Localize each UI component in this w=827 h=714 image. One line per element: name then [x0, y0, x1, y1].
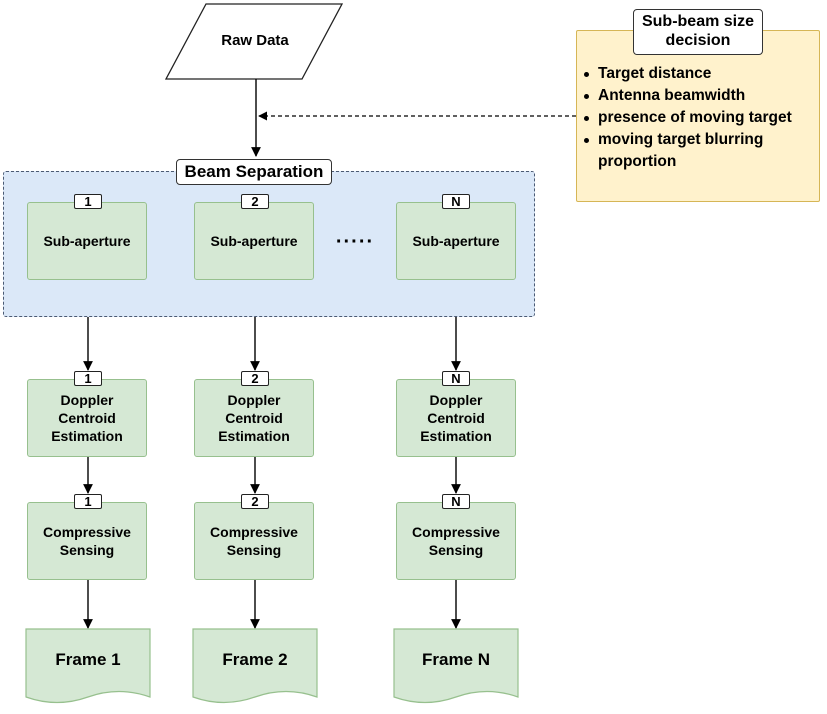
note-item: Target distance: [584, 63, 792, 85]
frame-n-shape: [393, 628, 519, 704]
sub-aperture-2-tag: 2: [241, 194, 269, 209]
doppler-box-1: Doppler Centroid Estimation: [27, 379, 147, 457]
compressive-sensing-box-n: Compressive Sensing: [396, 502, 516, 580]
frame-n-label: Frame N: [421, 650, 491, 669]
cs-1-line2: Sensing: [59, 542, 115, 558]
note-title-line2: decision: [665, 32, 731, 49]
compressive-sensing-box-2: Compressive Sensing: [194, 502, 314, 580]
sub-aperture-2-label: Sub-aperture: [210, 233, 298, 249]
doppler-box-2: Doppler Centroid Estimation: [194, 379, 314, 457]
ellipsis-dots: ·····: [335, 231, 375, 253]
raw-data-parallelogram: [164, 3, 344, 80]
sub-aperture-1-tag: 1: [74, 194, 102, 209]
doppler-2-tag: 2: [241, 371, 269, 386]
cs-2-line2: Sensing: [226, 542, 282, 558]
doppler-1-line1: Doppler: [60, 392, 114, 408]
note-criteria-list: Target distance Antenna beamwidth presen…: [584, 63, 792, 173]
frame-1-label: Frame 1: [55, 650, 121, 669]
raw-data-label: Raw Data: [221, 32, 289, 49]
frame-2-label: Frame 2: [222, 650, 288, 669]
frame-2-shape: [192, 628, 318, 704]
doppler-2-line1: Doppler: [227, 392, 281, 408]
cs-n-tag: N: [442, 494, 470, 509]
note-title: Sub-beam size decision: [633, 9, 763, 55]
doppler-1-line3: Estimation: [51, 428, 123, 444]
sub-aperture-n: Sub-aperture: [396, 202, 516, 280]
cs-2-line1: Compressive: [210, 524, 298, 540]
beam-separation-title: Beam Separation: [176, 159, 332, 185]
cs-2-tag: 2: [241, 494, 269, 509]
note-item-continuation: proportion: [598, 153, 677, 170]
sub-aperture-1-label: Sub-aperture: [43, 233, 131, 249]
sub-aperture-1: Sub-aperture: [27, 202, 147, 280]
cs-1-line1: Compressive: [43, 524, 131, 540]
doppler-2-line3: Estimation: [218, 428, 290, 444]
compressive-sensing-box-1: Compressive Sensing: [27, 502, 147, 580]
cs-1-tag: 1: [74, 494, 102, 509]
note-item: Antenna beamwidth: [584, 85, 792, 107]
sub-aperture-n-label: Sub-aperture: [412, 233, 500, 249]
doppler-n-line1: Doppler: [429, 392, 483, 408]
doppler-n-tag: N: [442, 371, 470, 386]
sub-aperture-n-tag: N: [442, 194, 470, 209]
cs-n-line2: Sensing: [428, 542, 484, 558]
sub-aperture-2: Sub-aperture: [194, 202, 314, 280]
sub-beam-decision-note: [576, 30, 820, 202]
frame-1-shape: [25, 628, 151, 704]
doppler-n-line2: Centroid: [427, 410, 485, 426]
note-item: moving target blurring: [584, 129, 792, 151]
doppler-1-line2: Centroid: [58, 410, 116, 426]
cs-n-line1: Compressive: [412, 524, 500, 540]
doppler-2-line2: Centroid: [225, 410, 283, 426]
doppler-box-n: Doppler Centroid Estimation: [396, 379, 516, 457]
doppler-n-line3: Estimation: [420, 428, 492, 444]
doppler-1-tag: 1: [74, 371, 102, 386]
note-item: presence of moving target: [584, 107, 792, 129]
note-title-line1: Sub-beam size: [641, 13, 755, 30]
